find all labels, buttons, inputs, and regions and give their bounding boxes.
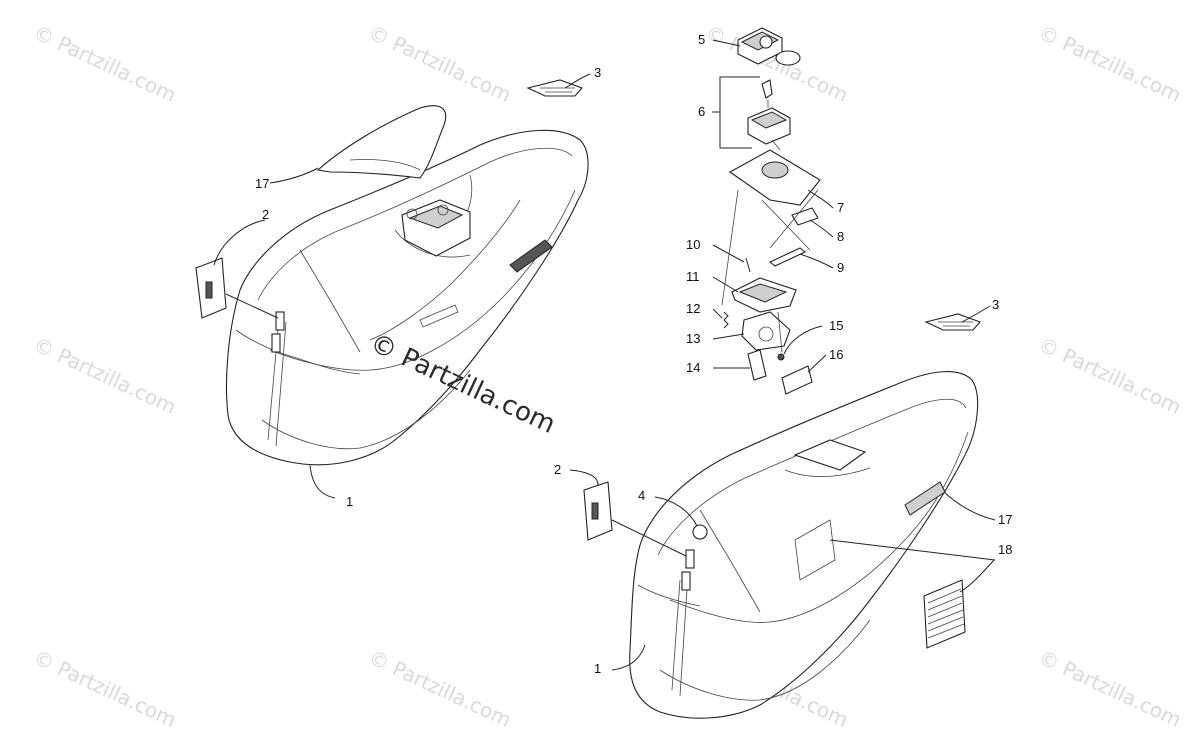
latch-frame-part-11 — [731, 277, 797, 313]
callout-3-right: 3 — [992, 297, 999, 312]
callout-16: 16 — [829, 347, 843, 362]
callout-18: 18 — [998, 542, 1012, 557]
bracket-part-14 — [747, 349, 767, 381]
callout-10: 10 — [686, 237, 700, 252]
latch-body-part-6 — [747, 79, 791, 145]
callout-13: 13 — [686, 331, 700, 346]
pin-part-10 — [745, 257, 751, 273]
lock-cap-part-5 — [737, 27, 801, 66]
callout-8: 8 — [837, 229, 844, 244]
label-part-18 — [923, 579, 966, 649]
callout-15: 15 — [829, 318, 843, 333]
spring-part-12 — [723, 311, 729, 329]
left-trim-part-3 — [526, 79, 583, 97]
right-saddlebag — [629, 371, 979, 719]
pad-part-16 — [781, 365, 813, 395]
callout-2-right: 2 — [554, 462, 561, 477]
lid-plate-part-7 — [728, 149, 821, 206]
left-hinge-part-2 — [195, 257, 227, 319]
leader-lines — [213, 39, 996, 671]
base-plate-part-13 — [741, 311, 791, 351]
guide-lines — [721, 139, 819, 353]
callout-1-left: 1 — [346, 494, 353, 509]
screw-part-15 — [777, 353, 785, 361]
callout-2-left: 2 — [262, 207, 269, 222]
right-hinge-part-2 — [583, 481, 613, 541]
callout-11: 11 — [686, 269, 700, 284]
callout-3-top: 3 — [594, 65, 601, 80]
callout-7: 7 — [837, 200, 844, 215]
callout-labels: 1 1 2 2 3 3 4 5 6 7 8 9 10 11 12 13 14 1… — [255, 32, 1012, 676]
spring-clip-part-8 — [791, 207, 819, 226]
left-film-part-17 — [316, 105, 447, 179]
callout-17-left: 17 — [255, 176, 269, 191]
bar-part-9 — [768, 247, 807, 267]
callout-9: 9 — [837, 260, 844, 275]
callout-1-right: 1 — [594, 661, 601, 676]
right-trim-part-3 — [924, 313, 981, 331]
left-saddlebag — [225, 129, 589, 466]
callout-17-right: 17 — [998, 512, 1012, 527]
callout-5: 5 — [698, 32, 705, 47]
callout-4: 4 — [638, 488, 645, 503]
callout-14: 14 — [686, 360, 700, 375]
callout-6: 6 — [698, 104, 705, 119]
callout-12: 12 — [686, 301, 700, 316]
